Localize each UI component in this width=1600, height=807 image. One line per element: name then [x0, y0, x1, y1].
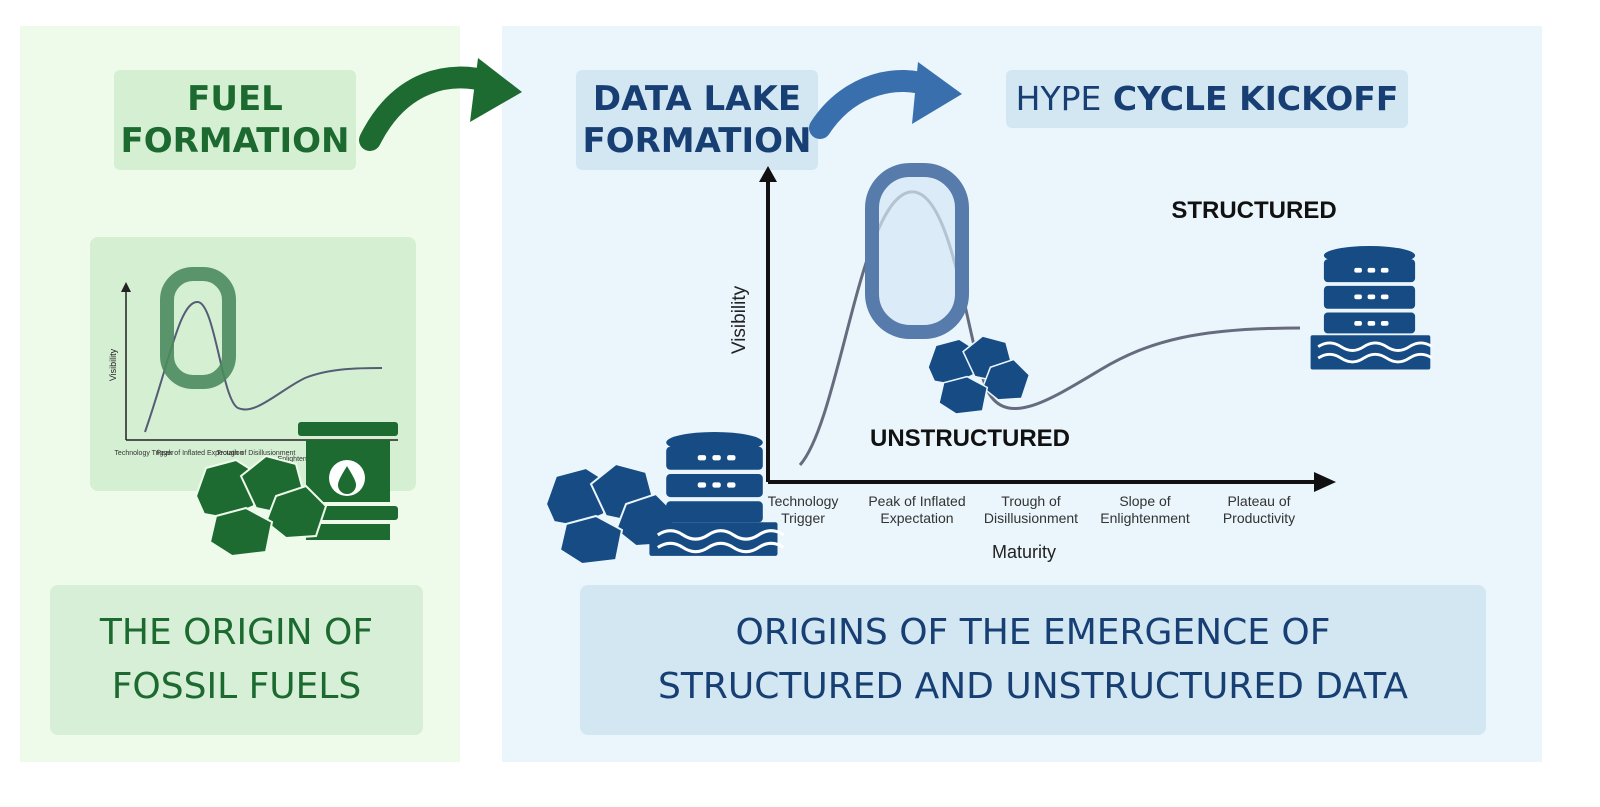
- lake-title-line1: DATA LAKE: [592, 79, 802, 119]
- fuel-title-line1: FUEL: [187, 79, 283, 119]
- mini-phase-4: Enlightenment: [278, 456, 323, 463]
- phase-3-line2: Disillusionment: [984, 510, 1078, 526]
- phase-4-line1: Slope of: [1119, 493, 1170, 509]
- mini-phase-2: Peak of Inflated Expectation: [156, 450, 243, 457]
- mini-hype-curve: [144, 300, 383, 433]
- phase-5-line2: Productivity: [1223, 510, 1295, 526]
- hype-title-bold: CYCLE KICKOFF: [1112, 79, 1399, 118]
- fuel-title-line2: FORMATION: [120, 121, 350, 161]
- mini-phase-1: Technology Trigger: [114, 450, 174, 457]
- arrow-head-blue-icon: [912, 62, 962, 124]
- phase-4-line2: Enlightenment: [1100, 510, 1190, 526]
- unstructured-label: UNSTRUCTURED: [870, 425, 1070, 452]
- mini-phase-3: Trough of Disillusionment: [217, 450, 296, 457]
- mini-ylabel: Visibility: [108, 348, 118, 381]
- main-xlabel: Maturity: [992, 542, 1056, 562]
- main-ylabel: Visibility: [729, 285, 750, 354]
- unstructured-rocks-icon: [927, 335, 1031, 415]
- lake-title-line2: FORMATION: [582, 121, 812, 161]
- phase-5-line1: Plateau of: [1227, 493, 1290, 509]
- phase-2-line1: Peak of Inflated: [868, 493, 965, 509]
- data-caption-line2: STRUCTURED AND UNSTRUCTURED DATA: [658, 666, 1408, 707]
- data-emergence-caption: ORIGINS OF THE EMERGENCE OF STRUCTURED A…: [580, 585, 1486, 735]
- peak-highlight: [865, 163, 969, 339]
- mini-y-arrow-icon: [121, 282, 131, 292]
- y-axis-arrow-icon: [759, 166, 777, 182]
- hype-cycle-title: HYPE CYCLE KICKOFF: [1006, 70, 1408, 128]
- phase-1-line2: Trigger: [781, 510, 825, 526]
- structured-database-icon: [1310, 246, 1433, 370]
- fossil-fuels-caption: THE ORIGIN OF FOSSIL FUELS: [50, 585, 423, 735]
- data-lake-database-icon: [649, 432, 785, 556]
- phase-3-line1: Trough of: [1001, 493, 1061, 509]
- oil-barrel-icon: [298, 422, 398, 540]
- arrow-head-green-icon: [470, 58, 522, 122]
- structured-label: STRUCTURED: [1171, 197, 1336, 224]
- mini-peak-highlight: [160, 267, 236, 389]
- fuel-formation-title: FUEL FORMATION: [114, 70, 356, 170]
- phase-2-line2: Expectation: [880, 510, 953, 526]
- phase-1-line1: Technology: [768, 493, 839, 509]
- data-lake-formation-title: DATA LAKE FORMATION: [576, 70, 818, 170]
- data-caption-line1: ORIGINS OF THE EMERGENCE OF: [735, 612, 1331, 653]
- fossil-caption-line2: FOSSIL FUELS: [111, 666, 362, 707]
- fossil-caption-line1: THE ORIGIN OF: [99, 612, 374, 653]
- x-axis-arrow-icon: [1314, 472, 1336, 492]
- hype-title-normal: HYPE: [1015, 79, 1102, 118]
